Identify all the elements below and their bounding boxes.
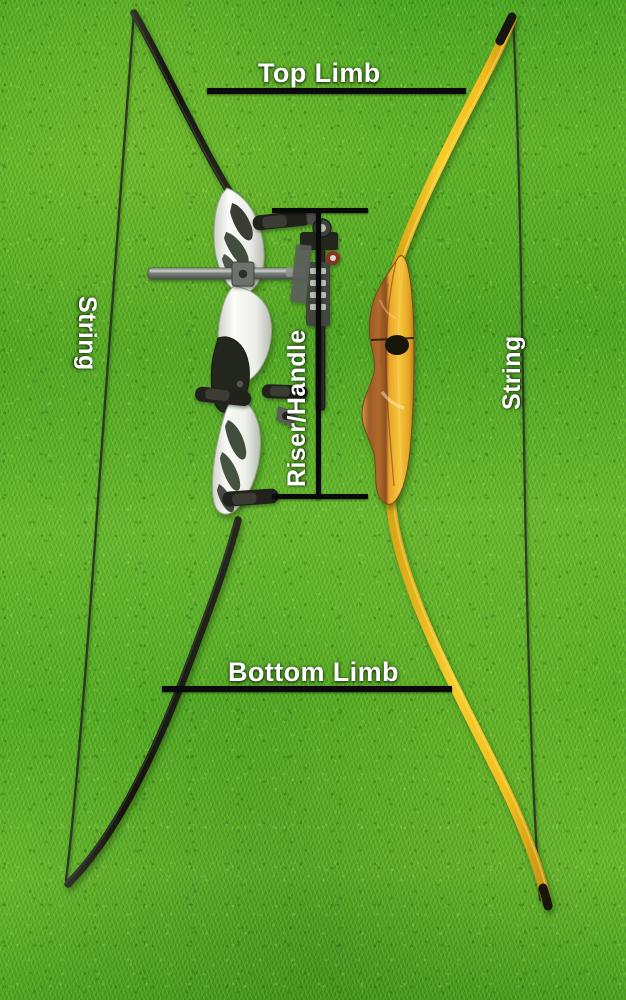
left-bow-damper-mid [261, 384, 308, 400]
left-bow-arrow-rest [276, 406, 296, 426]
left-bow-sight [290, 218, 340, 411]
right-bow-riser [361, 255, 415, 505]
left-bow-damper-lower [222, 488, 279, 507]
right-bow-string [511, 14, 542, 902]
left-bow-bottom-limb [64, 516, 242, 888]
right-bow-top-limb [389, 12, 517, 281]
left-bow-damper-bottom [195, 386, 251, 407]
left-bow-damper-top [252, 210, 319, 231]
left-bow-top-limb [130, 9, 236, 200]
right-bow-bottom-limb [385, 477, 553, 911]
left-bow-riser [210, 187, 272, 515]
left-bow-string [64, 10, 136, 882]
